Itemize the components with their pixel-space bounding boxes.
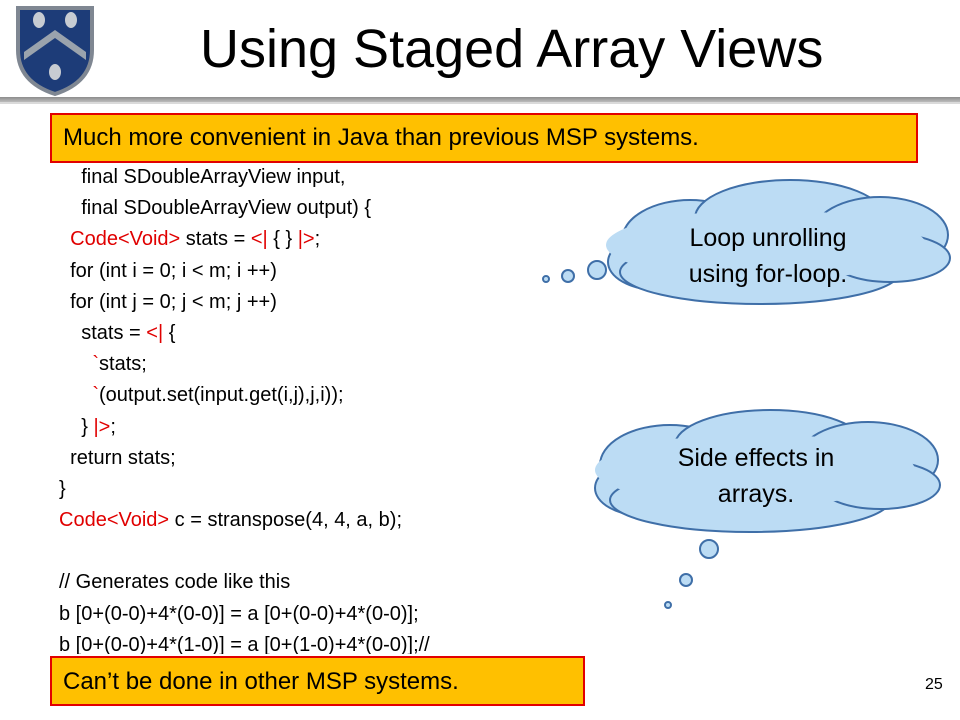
code-keyword: Code <box>70 228 118 251</box>
cloud-1-trail <box>542 260 607 283</box>
code-keyword: <Void> <box>106 509 170 532</box>
code-text: for (int j = 0; j < m; j ++) <box>59 290 277 313</box>
code-text: { <box>163 321 176 344</box>
callout-top: Much more convenient in Java than previo… <box>50 113 918 163</box>
slide-title: Using Staged Array Views <box>200 19 824 79</box>
title-rule <box>0 97 960 102</box>
code-text: { } <box>267 228 298 251</box>
code-text: stats; <box>99 353 147 376</box>
code-line: Code<Void> c = stranspose(4, 4, a, b); <box>59 505 619 536</box>
code-text: stats = <box>180 228 251 251</box>
cloud-text-line: Side effects in <box>677 444 835 472</box>
code-line: } <box>59 474 619 505</box>
code-line: final SDoubleArrayView input, <box>59 162 619 193</box>
code-keyword: ` <box>92 384 100 407</box>
code-text: // Generates code like this <box>59 571 291 594</box>
code-line: } |>; <box>59 412 619 443</box>
code-text: b [0+(0-0)+4*(0-0)] = a [0+(0-0)+4*(0-0)… <box>59 602 419 625</box>
cloud-2-trail <box>664 539 719 609</box>
callout-bottom: Can’t be done in other MSP systems. <box>50 656 585 706</box>
cloud-text-line: using for-loop. <box>688 260 848 288</box>
code-line: // Generates code like this <box>59 567 619 598</box>
code-line: b [0+(0-0)+4*(1-0)] = a [0+(1-0)+4*(0-0)… <box>59 630 619 654</box>
callout-top-text: Much more convenient in Java than previo… <box>63 124 699 151</box>
code-line: for (int j = 0; j < m; j ++) <box>59 287 619 318</box>
code-text: } <box>59 415 94 438</box>
cloud-text-line: Loop unrolling <box>689 224 847 252</box>
code-line: Code<Void> stats = <| { } |>; <box>59 224 619 255</box>
rice-shield-logo-icon <box>16 6 94 96</box>
code-keyword: <| <box>146 321 164 344</box>
callout-bottom-text: Can’t be done in other MSP systems. <box>63 668 459 695</box>
code-keyword: |> <box>93 415 111 438</box>
code-text: final SDoubleArrayView input, <box>59 166 346 188</box>
code-line: b [0+(0-0)+4*(0-0)] = a [0+(0-0)+4*(0-0)… <box>59 599 619 630</box>
code-text: (output.set(input.get(i,j),j,i)); <box>99 384 344 407</box>
code-text: } <box>59 477 66 500</box>
code-keyword: <Void> <box>117 228 181 251</box>
code-line: final SDoubleArrayView output) { <box>59 193 619 224</box>
cloud-side-effects-text: Side effects in arrays. <box>626 440 886 512</box>
code-line: return stats; <box>59 443 619 474</box>
code-text: c = stranspose(4, 4, a, b); <box>169 509 402 532</box>
code-line: stats = <| { <box>59 318 619 349</box>
code-block: final SDoubleArrayView input, final SDou… <box>59 162 619 654</box>
code-text: return stats; <box>59 446 176 469</box>
cloud-loop-unrolling-text: Loop unrolling using for-loop. <box>648 220 888 292</box>
code-keyword: <| <box>250 228 268 251</box>
code-line: for (int i = 0; i < m; i ++) <box>59 256 619 287</box>
page-number: 25 <box>925 676 943 693</box>
code-line: `stats; <box>59 349 619 380</box>
code-line: `(output.set(input.get(i,j),j,i)); <box>59 380 619 411</box>
code-text: for (int i = 0; i < m; i ++) <box>59 259 277 282</box>
code-keyword: |> <box>297 228 315 251</box>
code-keyword: ` <box>92 353 100 376</box>
code-text: final SDoubleArrayView output) { <box>59 197 372 220</box>
title-rule-shadow <box>0 102 960 104</box>
code-text: stats = <box>59 321 147 344</box>
code-keyword: Code <box>59 509 107 532</box>
code-text: b [0+(0-0)+4*(1-0)] = a [0+(1-0)+4*(0-0)… <box>59 633 430 654</box>
cloud-text-line: arrays. <box>717 480 795 508</box>
code-text: ; <box>314 228 321 251</box>
code-text: ; <box>110 415 116 438</box>
